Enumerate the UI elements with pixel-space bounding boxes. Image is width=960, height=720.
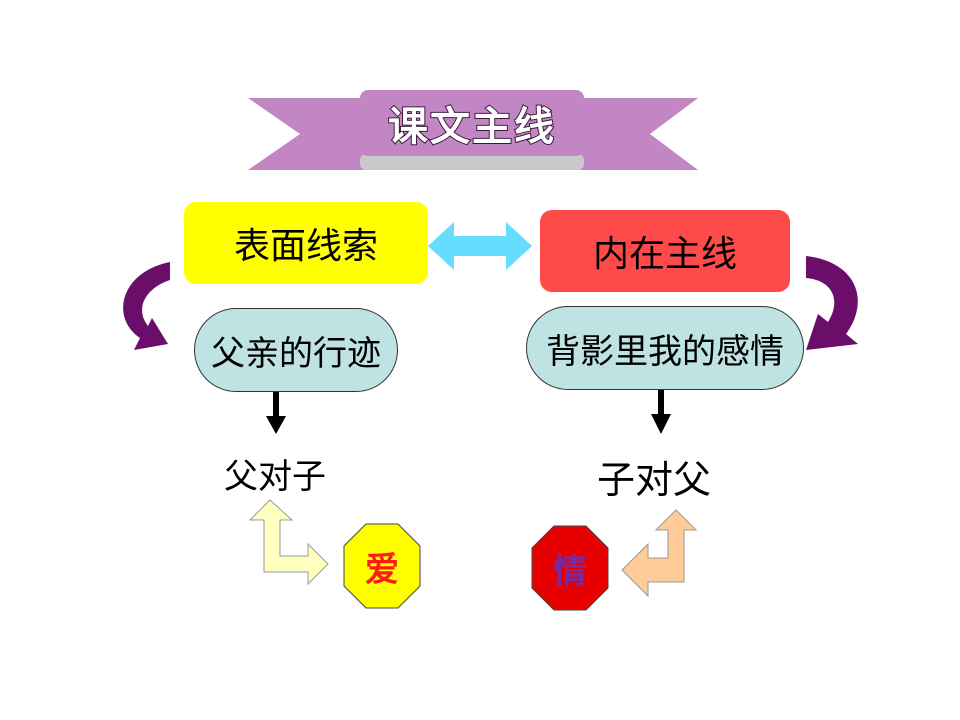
left-relation-label: 父对子: [224, 456, 326, 497]
left-seal-text: 爱: [365, 549, 399, 590]
right-relation-label: 子对父: [596, 457, 711, 502]
curved-arrow-icon: [806, 256, 858, 350]
left-header-box: 表面线索: [184, 202, 428, 284]
right-seal-text: 情: [553, 551, 587, 592]
turn-arrow-icon: [621, 509, 698, 598]
ribbon-shadow: [360, 154, 584, 170]
curved-arrow-icon: [123, 262, 170, 350]
double-arrow-icon: [428, 222, 532, 270]
right-pill: 背影里我的感情: [526, 306, 804, 390]
left-pill: 父亲的行迹: [194, 308, 398, 392]
octagon-seal: [343, 523, 421, 609]
right-header-box: 内在主线: [540, 210, 790, 292]
ribbon-left-tail: [248, 98, 388, 170]
down-arrow-icon: [266, 392, 286, 434]
turn-arrow-icon: [248, 499, 329, 586]
banner-title: 课文主线: [387, 103, 556, 151]
ribbon-center: [360, 90, 584, 156]
ribbon-banner: [248, 90, 698, 170]
octagon-seal: [531, 525, 609, 611]
down-arrow-icon: [651, 390, 671, 434]
